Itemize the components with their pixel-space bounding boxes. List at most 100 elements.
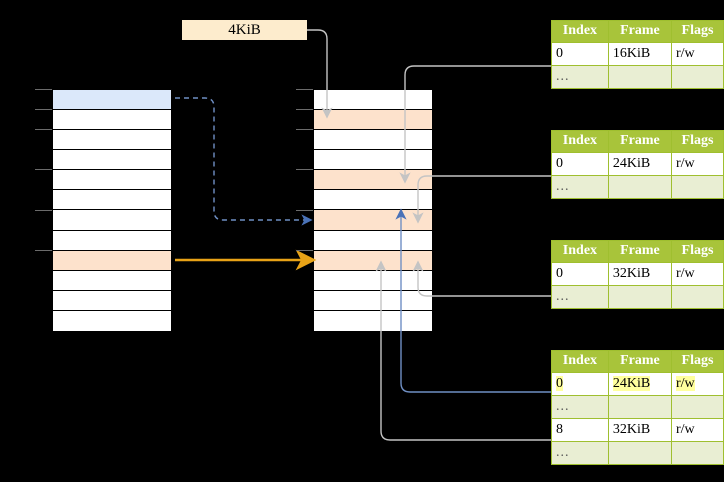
virtual-page-row (53, 210, 171, 231)
column-header-flags: Flags (670, 350, 724, 373)
cell-value: r/w (675, 422, 695, 437)
cell-frame: 32KiB (607, 418, 672, 442)
wire-pt2-to-frame (412, 175, 551, 224)
cell-index: 0 (551, 42, 609, 66)
cell-flags: r/w (670, 418, 724, 442)
column-header-frame: Frame (607, 20, 672, 43)
cell-value: 0 (556, 376, 563, 391)
cell-frame (607, 65, 672, 89)
physical-frame-row (314, 90, 432, 111)
virtual-address-tick (35, 169, 52, 170)
cell-index: ... (551, 285, 609, 309)
column-header-flags: Flags (670, 240, 724, 263)
physical-address-tick (296, 129, 313, 130)
cell-flags (670, 65, 724, 89)
cell-value: 0 (556, 156, 563, 171)
virtual-address-tick (35, 210, 52, 211)
virtual-page-row (53, 190, 171, 211)
virtual-page-row (53, 150, 171, 171)
cell-flags (670, 175, 724, 199)
physical-frame-row (314, 150, 432, 171)
cell-flags: r/w (670, 262, 724, 286)
virtual-page-row (53, 230, 171, 251)
physical-frame-row (314, 130, 432, 151)
cell-value: 32KiB (612, 266, 651, 281)
cell-value: 0 (556, 266, 563, 281)
cell-flags (670, 441, 724, 465)
physical-memory-column (313, 89, 433, 331)
column-header-index: Index (551, 20, 609, 43)
cell-value: 24KiB (612, 156, 651, 171)
column-header-flags: Flags (670, 20, 724, 43)
physical-address-tick (296, 250, 313, 251)
cell-flags: r/w (670, 152, 724, 176)
physical-frame-row (314, 290, 432, 311)
physical-frame-row (314, 110, 432, 131)
virtual-page-row (53, 90, 171, 111)
virtual-page-row (53, 170, 171, 191)
wire-pt3-to-frame (412, 260, 551, 297)
page-table-row: 0 24KiB r/w (551, 152, 724, 176)
page-table-ellipsis-row: ... (551, 395, 724, 419)
virtual-page-row (53, 250, 171, 271)
cell-frame (607, 285, 672, 309)
column-header-index: Index (551, 240, 609, 263)
cell-value: 24KiB (612, 376, 651, 391)
physical-frame-row (314, 230, 432, 251)
page-table-ellipsis-row: ... (551, 285, 724, 309)
cell-value: ... (556, 69, 570, 84)
virtual-page-row (53, 290, 171, 311)
cell-value: 16KiB (612, 46, 651, 61)
cell-frame (607, 175, 672, 199)
size-label: 4KiB (182, 20, 307, 40)
column-header-index: Index (551, 130, 609, 153)
cell-flags: r/w (670, 372, 724, 396)
cell-value: ... (556, 179, 570, 194)
physical-frame-row (314, 250, 432, 271)
physical-frame-row (314, 190, 432, 211)
page-table-ellipsis-row: ... (551, 175, 724, 199)
column-header-frame: Frame (607, 240, 672, 263)
cell-value: r/w (675, 156, 695, 171)
physical-address-tick (296, 109, 313, 110)
column-header-flags: Flags (670, 130, 724, 153)
cell-frame: 24KiB (607, 152, 672, 176)
column-header-frame: Frame (607, 130, 672, 153)
page-table-row: 0 24KiB r/w (551, 372, 724, 396)
cell-index: ... (551, 175, 609, 199)
virtual-page-row (53, 310, 171, 331)
column-header-frame: Frame (607, 350, 672, 373)
physical-frame-row (314, 210, 432, 231)
cell-flags (670, 285, 724, 309)
cell-frame: 16KiB (607, 42, 672, 66)
cell-value: r/w (675, 376, 695, 391)
physical-frame-row (314, 170, 432, 191)
column-header-index: Index (551, 350, 609, 373)
virtual-address-tick (35, 109, 52, 110)
cell-index: ... (551, 395, 609, 419)
cell-value: r/w (675, 46, 695, 61)
physical-frame-row (314, 270, 432, 291)
physical-address-tick (296, 210, 313, 211)
cell-value: r/w (675, 266, 695, 281)
page-table-ellipsis-row: ... (551, 65, 724, 89)
virtual-address-tick (35, 250, 52, 251)
cell-index: 0 (551, 372, 609, 396)
physical-address-tick (296, 89, 313, 90)
cell-value: ... (556, 399, 570, 414)
virtual-address-tick (35, 89, 52, 90)
page-table-row: 0 32KiB r/w (551, 262, 724, 286)
cell-value: ... (556, 445, 570, 460)
cell-frame: 32KiB (607, 262, 672, 286)
virtual-page-row (53, 270, 171, 291)
cell-value: 32KiB (612, 422, 651, 437)
